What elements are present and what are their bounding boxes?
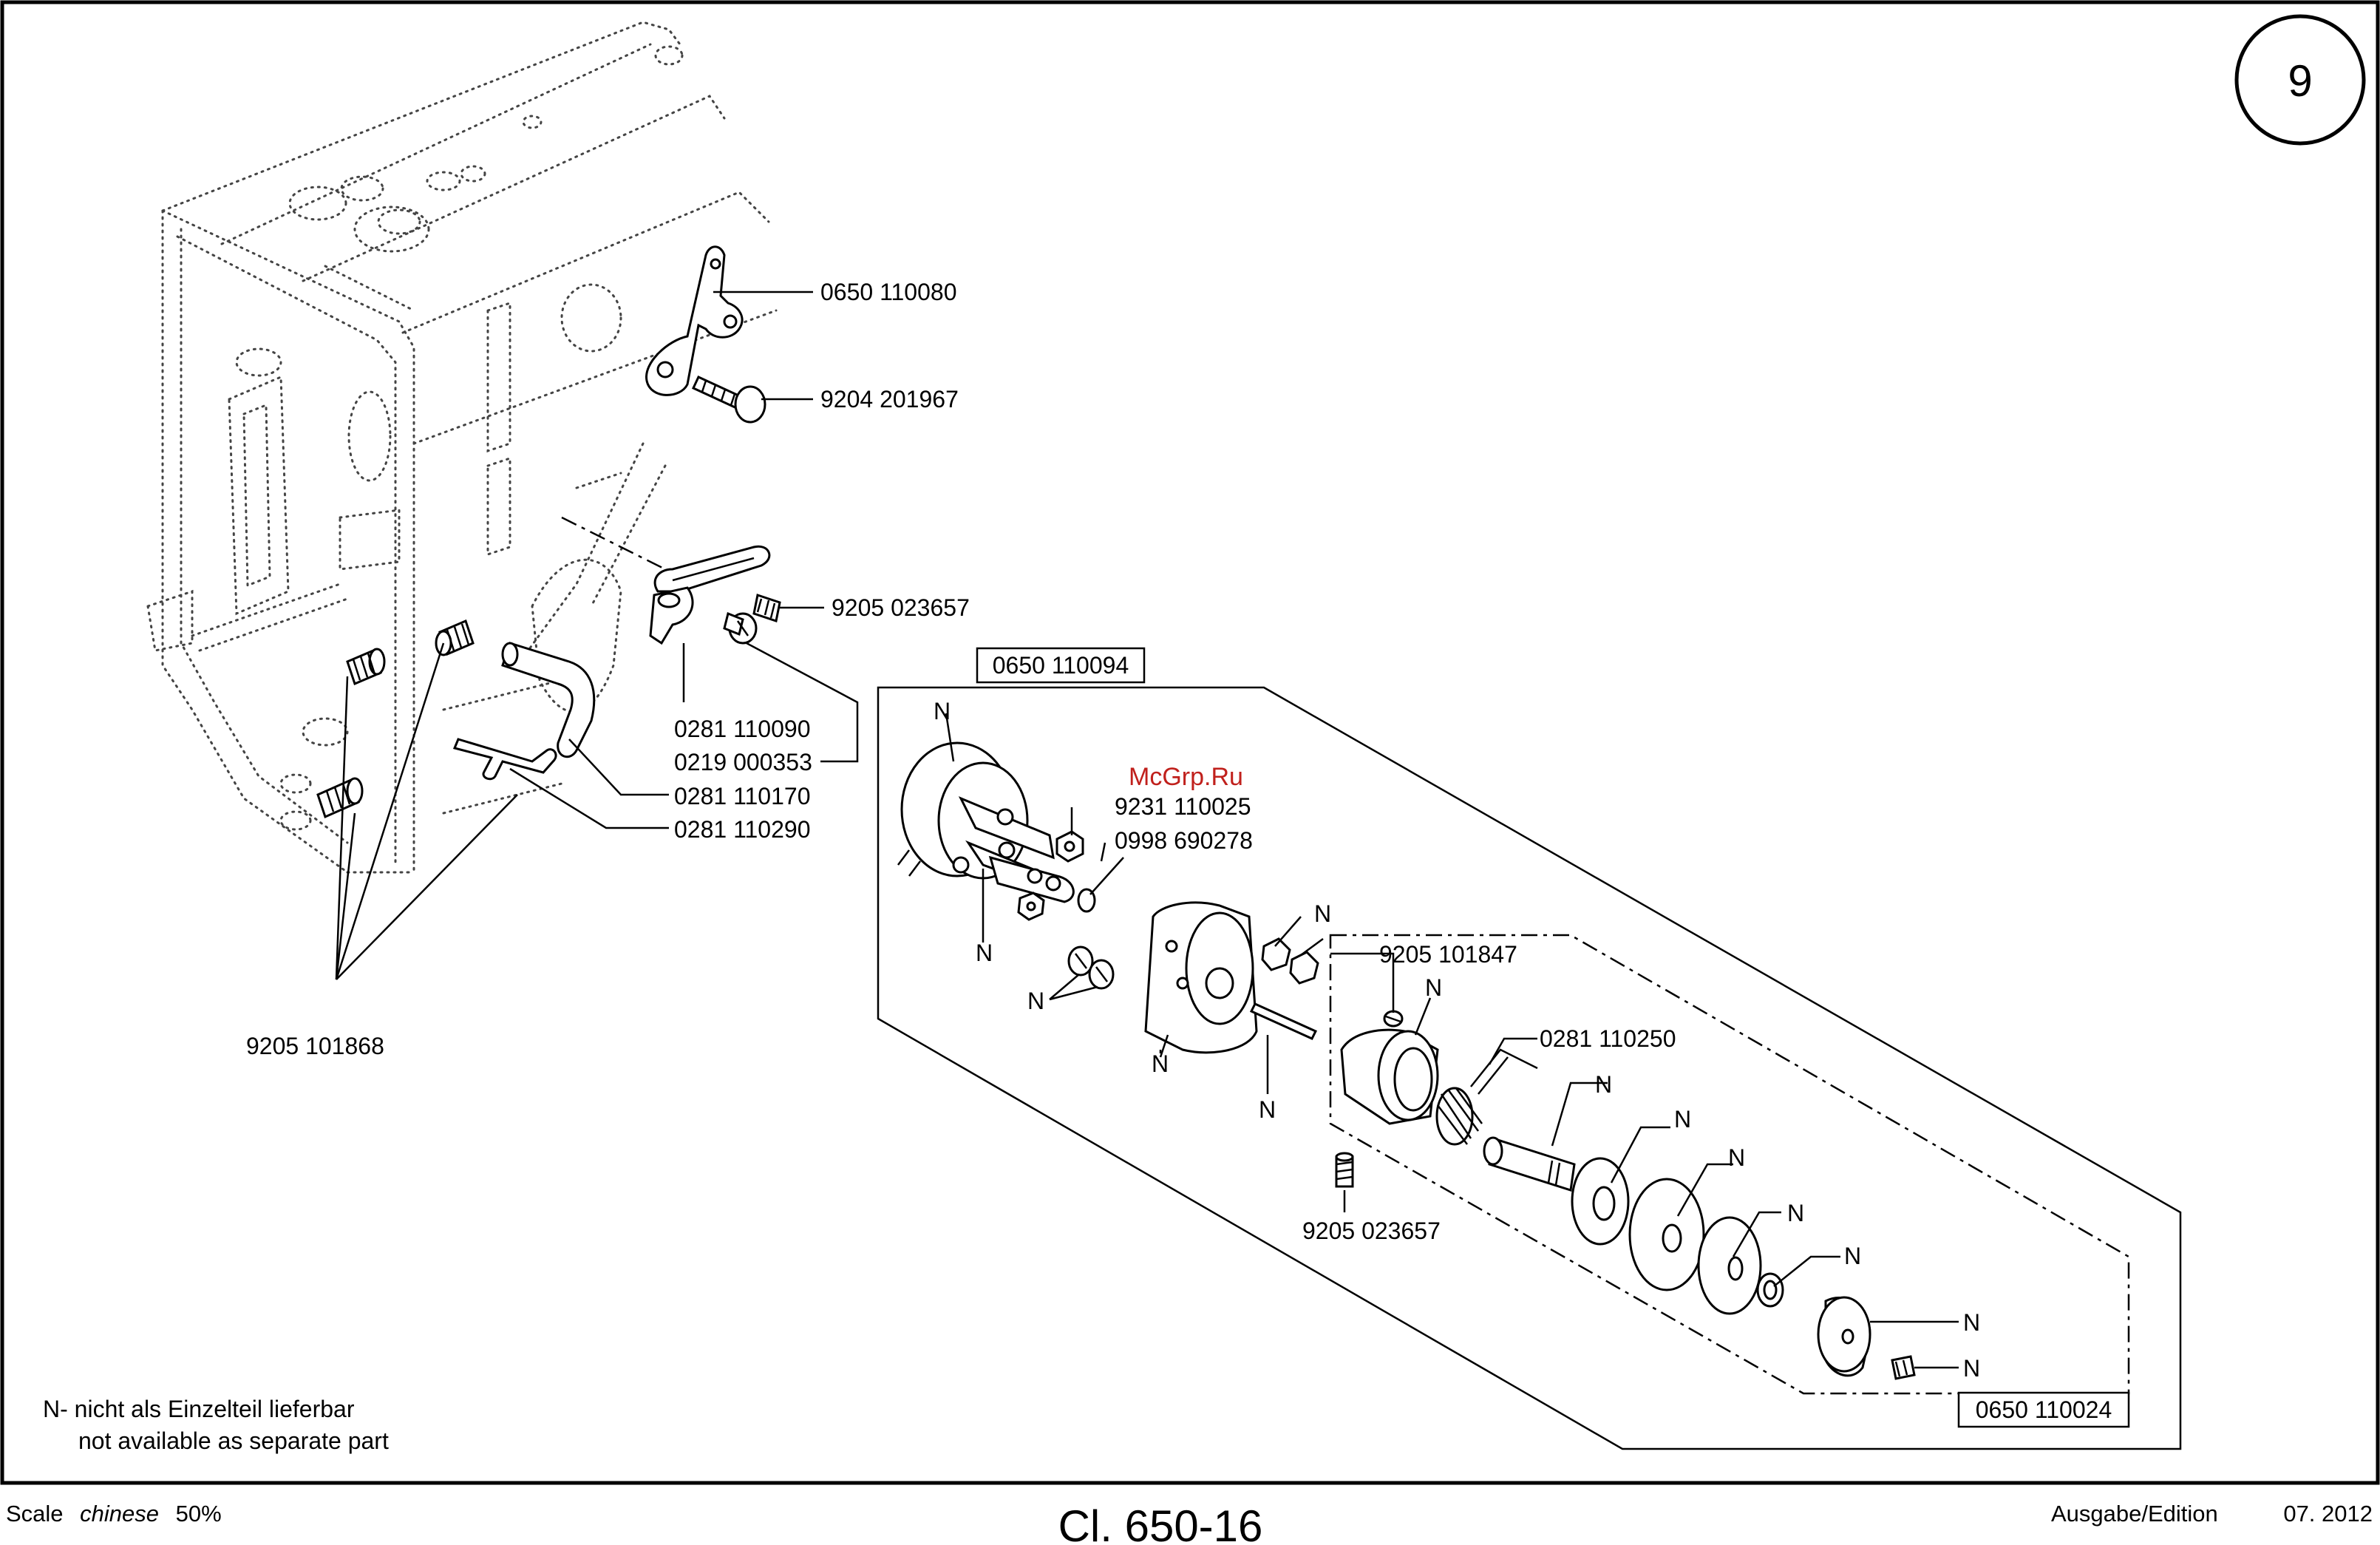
label-0281-110250: 0281 110250 (1540, 1025, 1676, 1052)
part-spring-0281-110250 (1435, 1048, 1538, 1146)
svg-text:0650 110094: 0650 110094 (993, 652, 1129, 679)
part-washer-ring (1756, 1272, 1784, 1308)
legend-line-1: N- nicht als Einzelteil lieferbar (43, 1396, 355, 1422)
part-setscrews-9205-101868 (316, 619, 475, 819)
part-tension-nut-cap (1817, 1296, 1871, 1377)
part-tension-disc-3 (1697, 1216, 1762, 1315)
part-tension-disc-2 (1628, 1178, 1705, 1291)
left-leader-lines (335, 291, 859, 980)
n-marker: N (1674, 1106, 1691, 1133)
n-markers: N N N N N N N N N N N N N N (934, 698, 1980, 1382)
n-marker: N (1595, 1071, 1612, 1098)
part-nuts-pair (1261, 937, 1319, 985)
part-pin-0281-110290 (452, 738, 557, 781)
part-cylinder-cam (1144, 901, 1258, 1054)
label-0281-110290: 0281 110290 (674, 816, 810, 843)
n-marker: N (1425, 974, 1442, 1001)
label-0650-110080: 0650 110080 (820, 279, 956, 305)
label-9205-101868: 9205 101868 (246, 1033, 384, 1059)
legend: N- nicht als Einzelteil lieferbar not av… (43, 1396, 389, 1454)
group-label-0650-110094: 0650 110094 (976, 647, 1146, 684)
n-marker-leaders (945, 713, 1959, 1369)
n-marker: N (1963, 1309, 1980, 1336)
edition-value: 07. 2012 (2283, 1501, 2373, 1527)
label-0281-110090: 0281 110090 (674, 716, 810, 742)
n-marker: N (1259, 1096, 1276, 1123)
part-number-labels: 0650 110080 9204 201967 9205 023657 0281… (246, 279, 1676, 1244)
part-cam-disk (897, 741, 1068, 897)
label-0219-000353: 0219 000353 (674, 749, 812, 775)
part-slotted-plate (988, 855, 1075, 903)
label-0281-110170: 0281 110170 (674, 783, 810, 809)
part-slotted-bracket-0281-110090 (649, 545, 771, 645)
label-9205-023657-lower: 9205 023657 (1302, 1218, 1441, 1244)
footer: Scale chinese 50% Cl. 650-16 Ausgabe/Edi… (6, 1501, 2373, 1545)
sheet-title: Cl. 650-16 (1058, 1501, 1263, 1545)
part-tension-disc-1 (1571, 1157, 1630, 1246)
label-9205-101847: 9205 101847 (1379, 941, 1517, 968)
n-marker: N (1787, 1200, 1804, 1226)
drawing-frame (0, 0, 2380, 1485)
scale-label: Scale chinese 50% (6, 1501, 222, 1527)
group-0650-110094-outline (877, 686, 2182, 1450)
group-label-0650-110024: 0650 110024 (1957, 1391, 2130, 1428)
part-screw-9204-201967 (692, 376, 766, 424)
part-grubscrew-9205-023657-lower (1335, 1152, 1354, 1188)
n-marker: N (1963, 1355, 1980, 1382)
legend-line-2: not available as separate part (78, 1427, 389, 1454)
label-9231-110025: 9231 110025 (1115, 793, 1251, 820)
n-marker: N (1728, 1144, 1745, 1171)
part-screw-9205-023657-top (752, 594, 781, 622)
part-tension-bush (1340, 1028, 1439, 1125)
page-number-badge: 9 (2234, 14, 2366, 146)
part-bent-pin-0281-110170 (501, 642, 596, 758)
label-9205-023657-top: 9205 023657 (832, 594, 970, 621)
part-screw-0219-000353 (723, 611, 758, 645)
n-marker: N (1152, 1050, 1169, 1077)
part-screws-slotted-pair (1067, 945, 1115, 990)
part-pin-rod (1249, 1002, 1318, 1040)
part-bracket-0650-110080 (645, 245, 744, 396)
n-marker: N (1844, 1243, 1861, 1269)
n-marker: N (976, 940, 993, 966)
watermark: McGrp.Ru (1129, 763, 1243, 791)
part-washer-0998-690278 (1077, 888, 1096, 913)
page-number: 9 (2288, 56, 2312, 106)
part-setscrew-9205-101847 (1383, 1010, 1404, 1028)
edition-label: Ausgabe/Edition (2051, 1501, 2218, 1527)
n-marker: N (934, 698, 951, 724)
n-marker: N (1027, 988, 1044, 1014)
svg-text:0650 110024: 0650 110024 (1976, 1396, 2112, 1423)
part-small-nut-lower (1017, 892, 1045, 921)
label-9204-201967: 9204 201967 (820, 386, 959, 412)
part-stud-shaft (1483, 1136, 1576, 1192)
part-end-setscrew (1891, 1355, 1916, 1380)
part-nut-9231-110025 (1055, 830, 1084, 863)
label-0998-690278: 0998 690278 (1115, 827, 1253, 854)
n-marker: N (1314, 900, 1331, 927)
machine-housing-outline (146, 21, 778, 874)
assembly-axis-line (561, 516, 666, 571)
